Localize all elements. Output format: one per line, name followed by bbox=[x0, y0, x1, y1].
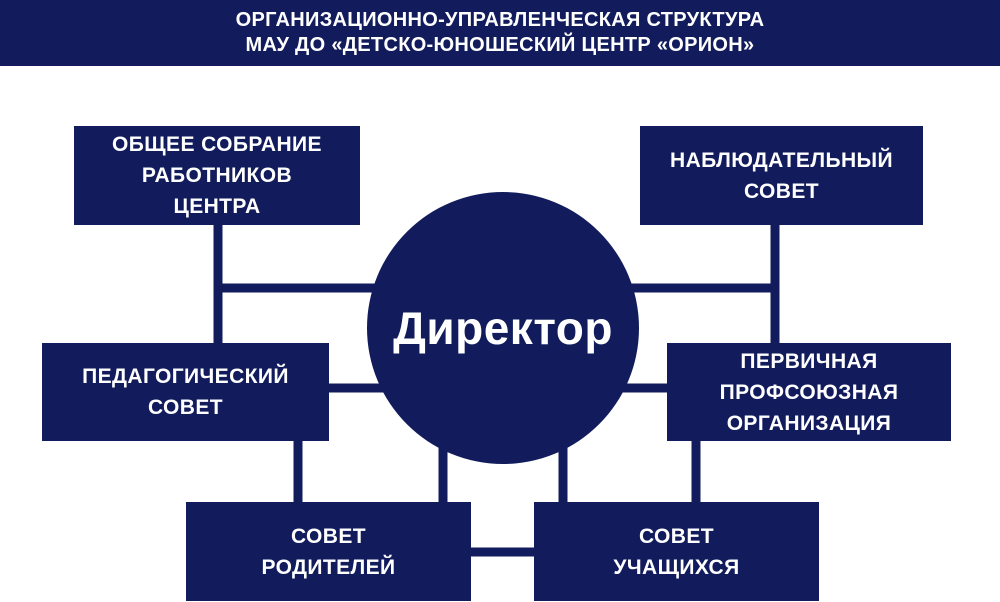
node-general-meeting: ОБЩЕЕ СОБРАНИЕ РАБОТНИКОВ ЦЕНТРА bbox=[74, 126, 360, 225]
node-label-line: СОВЕТ bbox=[639, 524, 714, 548]
node-supervisory-board: НАБЛЮДАТЕЛЬНЫЙ СОВЕТ bbox=[640, 126, 923, 225]
header-title-line-1: ОРГАНИЗАЦИОННО-УПРАВЛЕНЧЕСКАЯ СТРУКТУРА bbox=[235, 9, 765, 31]
node-label-line: ПРОФСОЮЗНАЯ bbox=[719, 380, 899, 404]
node-students-council: СОВЕТ УЧАЩИХСЯ bbox=[534, 502, 819, 601]
node-label-line: УЧАЩИХСЯ bbox=[613, 555, 740, 579]
node-label-line: ЦЕНТРА bbox=[173, 195, 261, 218]
node-label-line: РАБОТНИКОВ bbox=[141, 164, 293, 187]
node-trade-union: ПЕРВИЧНАЯ ПРОФСОЮЗНАЯ ОРГАНИЗАЦИЯ bbox=[667, 343, 951, 441]
node-label-line: СОВЕТ bbox=[744, 179, 819, 203]
page-header: ОРГАНИЗАЦИОННО-УПРАВЛЕНЧЕСКАЯ СТРУКТУРА … bbox=[0, 0, 1000, 66]
node-label-line: ОРГАНИЗАЦИЯ bbox=[726, 411, 892, 435]
node-label-line: ПЕДАГОГИЧЕСКИЙ bbox=[82, 365, 289, 388]
node-label-line: СОВЕТ bbox=[148, 396, 223, 419]
node-label-line: ПЕРВИЧНАЯ bbox=[740, 349, 878, 373]
node-label-line: СОВЕТ bbox=[291, 524, 366, 548]
node-director: Директор bbox=[367, 192, 639, 464]
node-label-line: РОДИТЕЛЕЙ bbox=[261, 555, 396, 579]
node-pedagogical-council: ПЕДАГОГИЧЕСКИЙ СОВЕТ bbox=[42, 343, 329, 441]
node-parents-council: СОВЕТ РОДИТЕЛЕЙ bbox=[186, 502, 471, 601]
director-label: Директор bbox=[393, 302, 613, 354]
header-title-line-2: МАУ ДО «ДЕТСКО-ЮНОШЕСКИЙ ЦЕНТР «ОРИОН» bbox=[245, 34, 755, 56]
node-label-line: ОБЩЕЕ СОБРАНИЕ bbox=[112, 133, 322, 156]
node-label-line: НАБЛЮДАТЕЛЬНЫЙ bbox=[670, 148, 893, 172]
